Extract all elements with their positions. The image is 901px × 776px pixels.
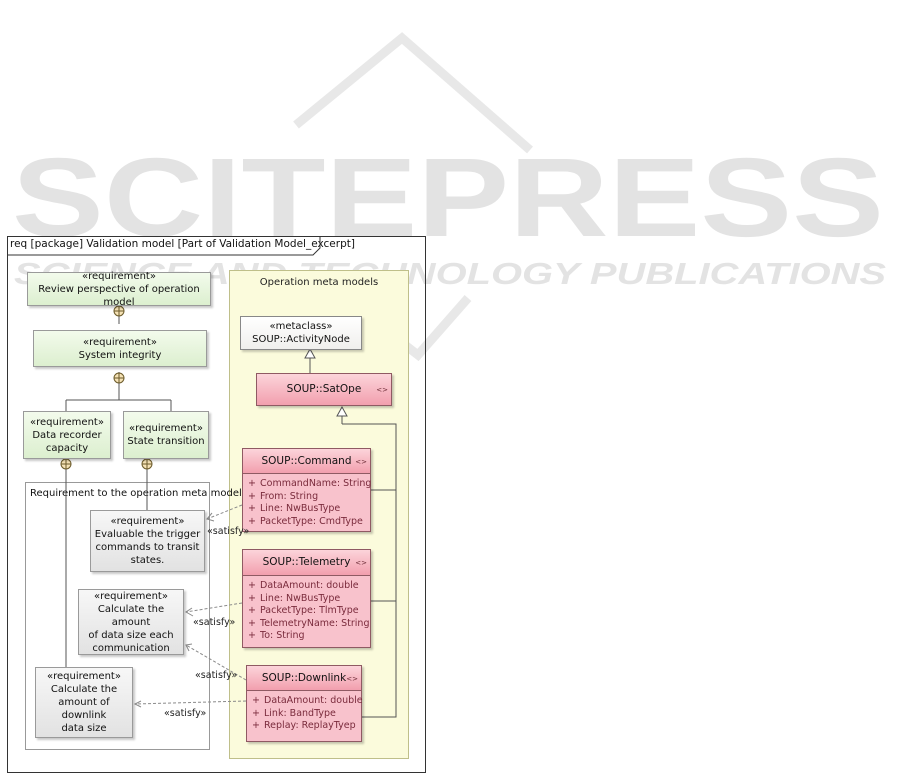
- attribute: +DataAmount: double: [252, 695, 363, 706]
- satisfy-label: «satisfy»: [207, 526, 250, 537]
- class-symbol-icon: <>: [355, 559, 367, 567]
- attribute: +Replay: ReplayTyep: [252, 720, 356, 731]
- requirement-state-transition[interactable]: «requirement» State transition: [123, 411, 209, 459]
- attribute: +DataAmount: double: [248, 580, 359, 591]
- class-attributes: +DataAmount: double +Line: NwBusType +Pa…: [243, 576, 370, 643]
- satisfy-label: «satisfy»: [164, 708, 207, 719]
- requirement-group-title: Requirement to the operation meta models: [30, 488, 247, 499]
- attribute: +Line: NwBusType: [248, 503, 341, 514]
- requirement-name-line: Data recorder: [32, 429, 102, 441]
- class-header: SOUP::Telemetry <>: [243, 550, 370, 576]
- attribute: +CommandName: String: [248, 478, 372, 489]
- diagram-frame: [7, 236, 426, 773]
- class-name: SOUP::ActivityNode: [252, 334, 350, 345]
- requirement-name-line: Evaluable the trigger: [94, 529, 201, 540]
- class-satope[interactable]: SOUP::SatOpe <>: [256, 373, 392, 406]
- stereotype-label: «requirement»: [129, 423, 203, 434]
- stereotype-label: «requirement»: [83, 336, 157, 348]
- requirement-name-line: Calculate the amount: [97, 603, 165, 628]
- metaclass-activity-node[interactable]: «metaclass» SOUP::ActivityNode: [240, 316, 362, 350]
- requirement-name-line: commands to transit: [95, 542, 200, 553]
- attribute: +From: String: [248, 490, 319, 502]
- class-header: SOUP::Downlink <>: [247, 666, 361, 691]
- stereotype-label: «requirement»: [110, 516, 185, 527]
- requirement-name-line: amount of downlink: [58, 697, 110, 721]
- attribute: +PacketType: TlmType: [248, 605, 359, 616]
- requirement-data-recorder-capacity[interactable]: «requirement» Data recorder capacity: [23, 411, 111, 459]
- requirement-name-line: data size: [61, 723, 107, 734]
- requirement-name-line: communication: [92, 642, 170, 654]
- requirement-calculate-downlink-size[interactable]: «requirement» Calculate the amount of do…: [35, 667, 133, 738]
- class-name: SOUP::Downlink: [261, 672, 347, 684]
- attribute: +Line: NwBusType: [248, 592, 341, 604]
- requirement-review-perspective[interactable]: «requirement» Review perspective of oper…: [27, 270, 211, 308]
- class-name: SOUP::Telemetry: [262, 556, 351, 568]
- requirement-name: System integrity: [78, 349, 162, 361]
- attribute: +TelemetryName: String: [248, 617, 370, 629]
- stereotype-label: «requirement»: [47, 671, 121, 682]
- satisfy-label: «satisfy»: [193, 617, 236, 628]
- class-attributes: +DataAmount: double +Link: BandType +Rep…: [247, 691, 363, 733]
- attribute: +PacketType: CmdType: [248, 515, 363, 527]
- requirement-name: State transition: [127, 436, 205, 447]
- stereotype-label: «requirement»: [82, 270, 156, 282]
- requirement-evaluable-trigger[interactable]: «requirement» Evaluable the trigger comm…: [90, 510, 205, 572]
- requirement-name-line: capacity: [45, 442, 89, 454]
- requirement-name: Review perspective of operation model: [38, 283, 200, 308]
- class-name: SOUP::SatOpe: [286, 383, 362, 395]
- package-title: Operation meta models: [259, 277, 379, 288]
- satisfy-label: «satisfy»: [195, 670, 238, 681]
- requirement-name-line: states.: [130, 555, 165, 566]
- requirement-calculate-data-size[interactable]: «requirement» Calculate the amount of da…: [78, 589, 184, 655]
- class-header: SOUP::SatOpe <>: [257, 374, 391, 405]
- class-attributes: +CommandName: String +From: String +Line…: [243, 474, 372, 528]
- class-command[interactable]: SOUP::Command <> +CommandName: String +F…: [242, 448, 371, 532]
- stereotype-label: «metaclass»: [269, 321, 333, 332]
- stereotype-label: «requirement»: [94, 590, 168, 602]
- watermark-brand: SCITEPRESS: [12, 135, 884, 260]
- requirement-name-line: of data size each: [88, 629, 174, 641]
- class-downlink[interactable]: SOUP::Downlink <> +DataAmount: double +L…: [246, 665, 363, 742]
- attribute: +Link: BandType: [252, 707, 336, 719]
- attribute: +To: String: [248, 630, 305, 641]
- class-header: SOUP::Command <>: [243, 449, 370, 474]
- class-symbol-icon: <>: [376, 386, 388, 394]
- class-telemetry[interactable]: SOUP::Telemetry <> +DataAmount: double +…: [242, 549, 371, 648]
- frame-title: req [package] Validation model [Part of …: [10, 238, 355, 250]
- class-symbol-icon: <>: [355, 458, 367, 466]
- requirement-system-integrity[interactable]: «requirement» System integrity: [33, 330, 207, 367]
- class-symbol-icon: <>: [346, 675, 358, 683]
- class-name: SOUP::Command: [261, 455, 352, 467]
- requirement-name-line: Calculate the: [50, 684, 118, 695]
- stereotype-label: «requirement»: [30, 416, 104, 428]
